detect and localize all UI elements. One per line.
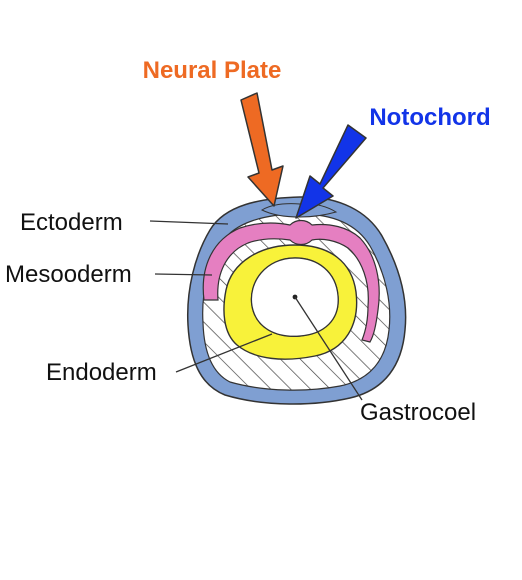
neural-plate-arrow xyxy=(240,92,284,207)
notochord-arrow xyxy=(295,124,367,219)
ectoderm-label: Ectoderm xyxy=(20,209,123,236)
endoderm-label: Endoderm xyxy=(46,359,157,386)
gastrocoel-leader xyxy=(294,296,363,401)
mesoderm-leader xyxy=(154,273,213,276)
mesoderm-label: Mesooderm xyxy=(5,261,132,288)
endoderm-leader xyxy=(175,333,273,373)
gastrocoel-label: Gastrocoel xyxy=(360,399,476,426)
mesoderm-layer xyxy=(202,219,380,343)
notochord-label: Notochord xyxy=(369,104,490,131)
neural-plate-label: Neural Plate xyxy=(143,57,282,84)
ectoderm-leader xyxy=(149,220,229,225)
